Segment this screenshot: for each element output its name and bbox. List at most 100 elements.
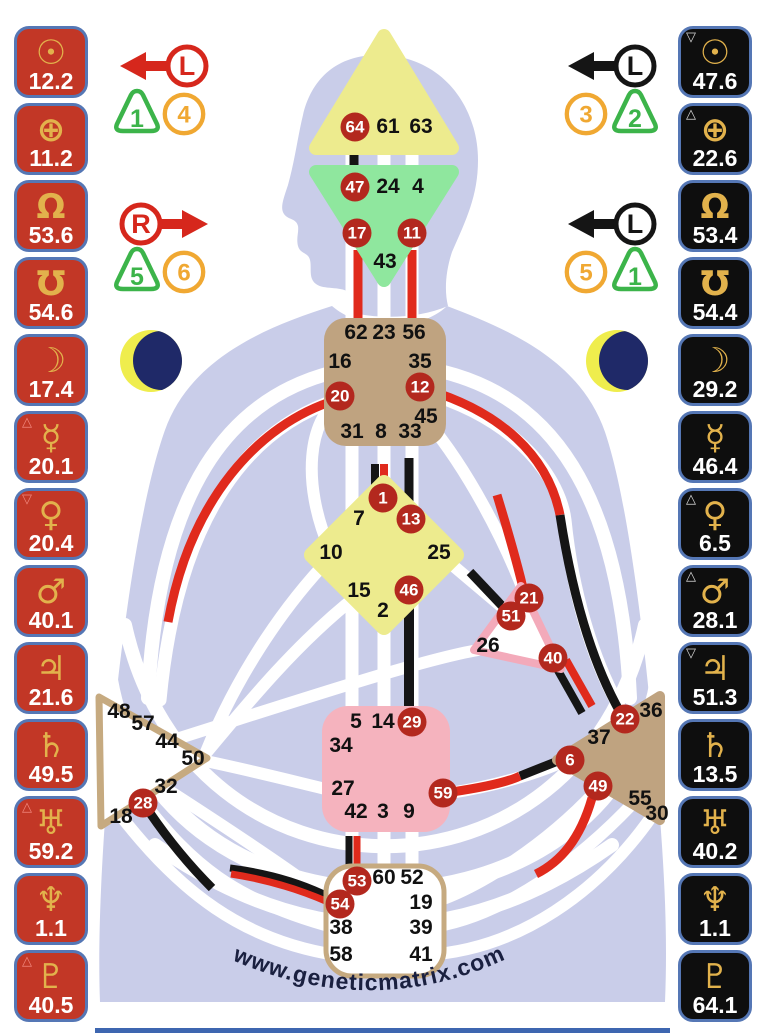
gate-51-activated: 51 <box>496 601 526 631</box>
gate-49-activated: 49 <box>583 771 613 801</box>
gate-line-value: 46.4 <box>692 453 738 479</box>
gate-22-activated: 22 <box>610 704 640 734</box>
channel-54-32-black <box>229 864 328 899</box>
sun-icon: ☉ <box>699 33 731 73</box>
variable-arrow-top-left-icon: L <box>120 44 209 88</box>
center-spleen <box>95 693 211 830</box>
planet-moon-personality[interactable]: ☽29.2 <box>678 334 752 406</box>
planet-moon-design[interactable]: ☽17.4 <box>14 334 88 406</box>
planet-venus-personality[interactable]: △♀6.5 <box>678 488 752 560</box>
gate-46-activated: 46 <box>394 575 424 605</box>
channel-49-19 <box>533 796 597 879</box>
mercury-icon: ☿ <box>40 418 62 458</box>
planet-earth-design[interactable]: ⊕11.2 <box>14 103 88 175</box>
gate-26: 26 <box>476 634 500 657</box>
planet-mars-personality[interactable]: △♂28.1 <box>678 565 752 637</box>
planet-uranus-design[interactable]: △♅59.2 <box>14 796 88 868</box>
gate-line-value: 40.2 <box>692 838 738 864</box>
gate-13-activated: 13 <box>396 504 426 534</box>
planet-venus-design[interactable]: ▽♀20.4 <box>14 488 88 560</box>
svg-text:L: L <box>627 209 644 239</box>
planet-jupiter-personality[interactable]: ▽♃51.3 <box>678 642 752 714</box>
channel-51-25 <box>466 568 510 614</box>
gate-36: 36 <box>639 699 663 722</box>
variable-arrow-bottom-left-icon: R <box>119 202 208 246</box>
gate-line-value: 53.6 <box>28 222 74 248</box>
planet-pluto-design[interactable]: △♇40.5 <box>14 950 88 1022</box>
fixation-marker: △ <box>686 568 696 583</box>
planet-neptune-personality[interactable]: ♆1.1 <box>678 873 752 945</box>
moon-icon: ☽ <box>35 341 67 381</box>
north-node-icon: Ω <box>36 187 66 227</box>
activated-channels <box>146 144 624 906</box>
gate-2: 2 <box>377 599 389 622</box>
gate-63: 63 <box>409 115 433 138</box>
svg-text:4: 4 <box>177 102 191 129</box>
earth-icon: ⊕ <box>36 110 66 150</box>
svg-text:5: 5 <box>579 260 592 287</box>
gate-56: 56 <box>402 321 426 344</box>
planet-mars-design[interactable]: ♂40.1 <box>14 565 88 637</box>
svg-text:1: 1 <box>628 263 642 291</box>
planet-pluto-personality[interactable]: ♇64.1 <box>678 950 752 1022</box>
gate-line-value: 53.4 <box>692 222 738 248</box>
gate-line-value: 51.3 <box>692 684 738 710</box>
channel-12-22-black <box>555 514 624 715</box>
uranus-icon: ♅ <box>35 803 67 843</box>
south-node-icon: ℧ <box>36 264 66 304</box>
gate-line-value: 54.4 <box>692 299 738 325</box>
gate-48: 48 <box>107 700 131 723</box>
channel-40-37-red <box>562 658 596 708</box>
gate-line-value: 17.4 <box>28 376 74 402</box>
centers <box>95 29 665 979</box>
neptune-icon: ♆ <box>35 880 67 920</box>
gate-28-activated: 28 <box>128 788 158 818</box>
svg-text:L: L <box>627 51 644 81</box>
gate-line-value: 13.5 <box>692 761 738 787</box>
neptune-icon: ♆ <box>699 880 731 920</box>
channel-12-22-red <box>426 385 565 516</box>
gate-line-value: 40.1 <box>28 607 74 633</box>
planet-saturn-personality[interactable]: ♄13.5 <box>678 719 752 791</box>
planet-neptune-design[interactable]: ♆1.1 <box>14 873 88 945</box>
planet-mercury-personality[interactable]: ☿46.4 <box>678 411 752 483</box>
gate-line-value: 47.6 <box>692 68 738 94</box>
uranus-icon: ♅ <box>699 803 731 843</box>
gate-24: 24 <box>376 175 400 198</box>
gate-32: 32 <box>154 775 178 798</box>
planet-mercury-design[interactable]: △☿20.1 <box>14 411 88 483</box>
mars-icon: ♂ <box>35 572 67 612</box>
gate-11-activated: 11 <box>397 218 427 248</box>
planet-jupiter-design[interactable]: ♃21.6 <box>14 642 88 714</box>
gate-line-value: 6.5 <box>699 530 731 556</box>
svg-text:3: 3 <box>579 102 592 129</box>
gate-29-activated: 29 <box>397 707 427 737</box>
sun-icon: ☉ <box>35 33 67 73</box>
gate-line-value: 22.6 <box>692 145 738 171</box>
channel-54-32-red <box>230 870 330 906</box>
saturn-icon: ♄ <box>699 726 731 766</box>
planet-sun-personality[interactable]: ▽☉47.6 <box>678 26 752 98</box>
gate-16: 16 <box>328 350 352 373</box>
planet-sun-design[interactable]: ☉12.2 <box>14 26 88 98</box>
venus-icon: ♀ <box>38 495 64 535</box>
gate-64-activated: 64 <box>340 112 370 142</box>
gate-39: 39 <box>409 916 433 939</box>
gate-20-activated: 20 <box>325 381 355 411</box>
planet-south-node-design[interactable]: ℧54.6 <box>14 257 88 329</box>
channel-59-6-black <box>518 756 560 781</box>
gate-52: 52 <box>400 866 424 889</box>
planet-south-node-personality[interactable]: ℧54.4 <box>678 257 752 329</box>
gate-line-value: 11.2 <box>29 145 73 171</box>
gate-21-activated: 21 <box>514 583 544 613</box>
fixation-marker: △ <box>22 799 32 814</box>
planet-earth-personality[interactable]: △⊕22.6 <box>678 103 752 175</box>
pluto-icon: ♇ <box>699 957 731 997</box>
planet-uranus-personality[interactable]: ♅40.2 <box>678 796 752 868</box>
planet-saturn-design[interactable]: ♄49.5 <box>14 719 88 791</box>
fixation-marker: ▽ <box>686 645 696 660</box>
gate-40-activated: 40 <box>538 643 568 673</box>
